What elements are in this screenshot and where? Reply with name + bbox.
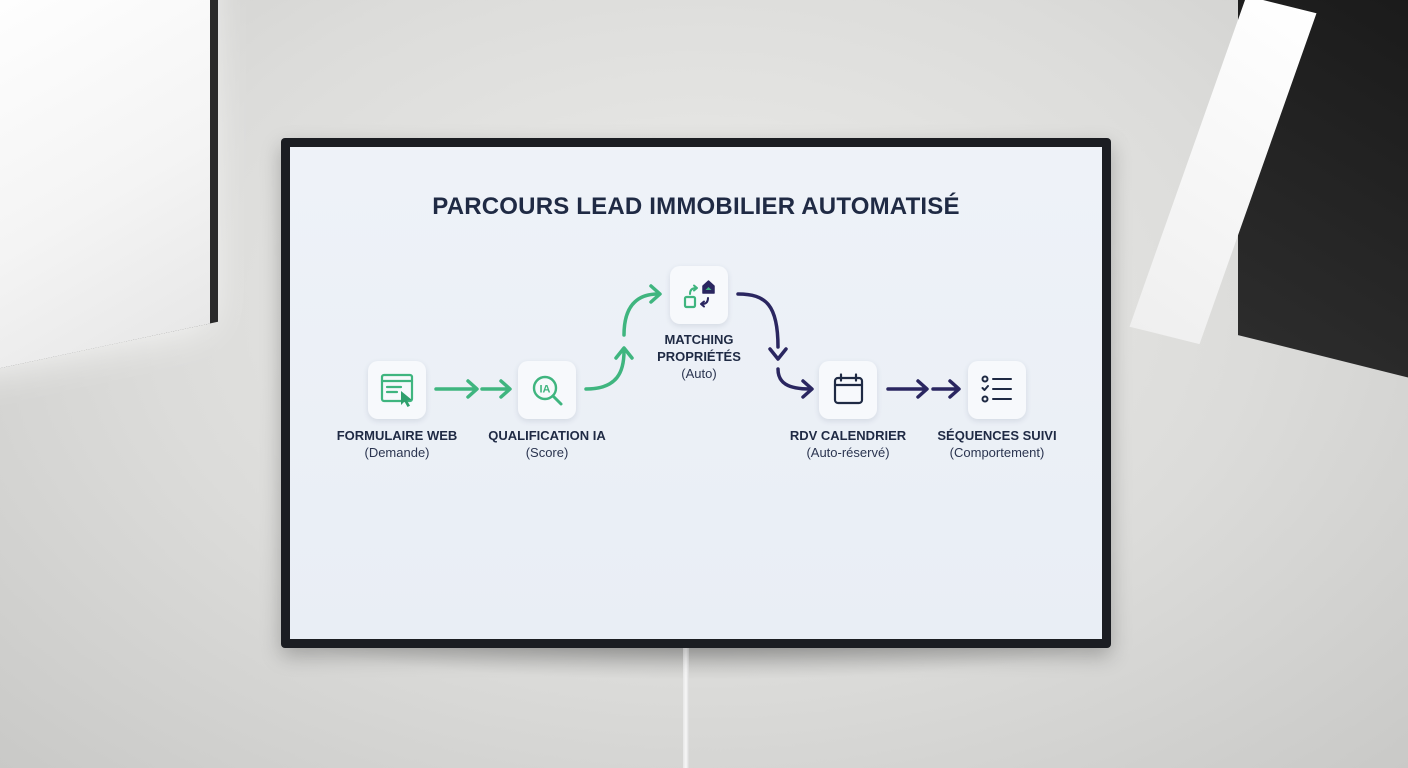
step-name-line2: PROPRIÉTÉS — [657, 349, 741, 364]
property-matching-icon — [683, 280, 715, 309]
tv-monitor: PARCOURS LEAD IMMOBILIER AUTOMATISÉ — [281, 138, 1111, 648]
tv-screen: PARCOURS LEAD IMMOBILIER AUTOMATISÉ — [290, 147, 1102, 639]
checklist-icon — [981, 375, 1012, 403]
step-sub: (Auto-réservé) — [806, 445, 890, 460]
step-name: RDV CALENDRIER — [789, 428, 907, 443]
step-sub: (Comportement) — [949, 445, 1045, 460]
step-label-ai-qualification: QUALIFICATION IA (Score) — [457, 427, 637, 461]
arrow-qualification-to-matching-2 — [622, 292, 660, 337]
web-form-icon — [380, 373, 414, 407]
step-name: SÉQUENCES SUIVI — [937, 428, 1057, 443]
step-follow-up-sequences — [968, 361, 1026, 419]
step-label-web-form: FORMULAIRE WEB (Demande) — [307, 427, 487, 461]
step-label-calendar: RDV CALENDRIER (Auto-réservé) — [758, 427, 938, 461]
step-label-follow-up-sequences: SÉQUENCES SUIVI (Comportement) — [907, 427, 1087, 461]
step-calendar — [819, 361, 877, 419]
tv-cable — [683, 646, 689, 768]
step-sub: (Demande) — [364, 445, 430, 460]
arrow-qualification-to-matching — [584, 349, 626, 391]
softbox-light-left — [0, 0, 210, 377]
diagram-title: PARCOURS LEAD IMMOBILIER AUTOMATISÉ — [432, 193, 960, 220]
step-label-property-matching: MATCHING PROPRIÉTÉS (Auto) — [609, 331, 789, 382]
flow-arrows — [434, 284, 961, 399]
step-name: FORMULAIRE WEB — [336, 428, 458, 443]
arrow-matching-to-calendar-head2 — [801, 379, 814, 399]
arrow-qualification-to-matching-head1 — [614, 346, 634, 360]
step-sub: (Auto) — [681, 366, 717, 381]
ai-icon-text: IA — [540, 384, 551, 396]
arrow-matching-to-calendar-2 — [776, 367, 812, 391]
calendar-icon — [833, 373, 864, 405]
arrow-calendar-to-sequences-2 — [931, 379, 961, 399]
step-ai-qualification: IA — [518, 361, 576, 419]
ai-search-icon: IA — [532, 375, 563, 406]
step-name: QUALIFICATION IA — [488, 428, 606, 443]
step-property-matching — [670, 266, 728, 324]
step-web-form — [368, 361, 426, 419]
arrow-qualification-to-matching-head2 — [649, 284, 662, 304]
arrow-calendar-to-sequences — [886, 379, 929, 399]
arrow-matching-to-calendar-head1 — [768, 347, 788, 361]
arrow-matching-to-calendar — [736, 292, 780, 349]
arrow-form-to-qualification — [434, 379, 479, 399]
arrow-form-to-qualification-2 — [480, 379, 512, 399]
step-name-line1: MATCHING — [664, 332, 734, 347]
step-sub: (Score) — [525, 445, 569, 460]
